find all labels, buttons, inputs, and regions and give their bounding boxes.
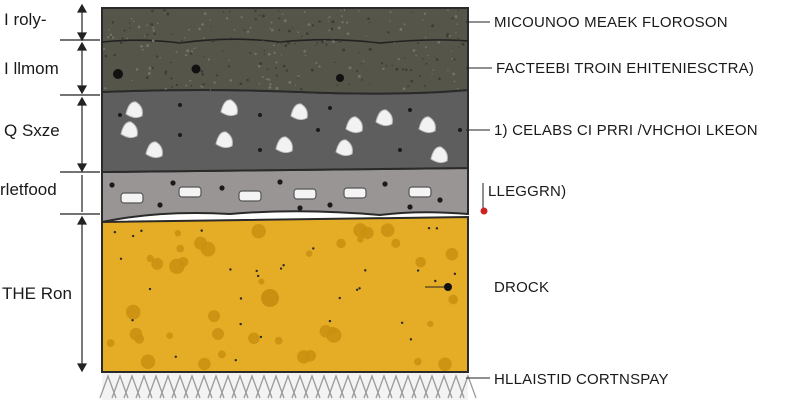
right-label-fifth: DROCK	[494, 279, 549, 296]
layer-divider-marks	[60, 39, 100, 215]
left-label-second: I llmom	[4, 59, 59, 78]
right-label-third: 1) CELABS CI PRRI /VHCHOI LKEON	[494, 122, 758, 139]
right-pointers	[425, 21, 492, 379]
left-label-fourth: rletfood	[0, 180, 57, 199]
right-label-bottom: HLLAISTID CORTNSPAY	[494, 371, 669, 388]
rocky-layer	[101, 166, 469, 224]
sand-layer	[101, 215, 469, 373]
left-label-top: I roly-	[4, 10, 47, 29]
topsoil-layer	[101, 7, 469, 95]
right-label-second: FACTEEBI TROIN EHITENIESCTRA)	[496, 60, 754, 77]
right-label-top: MICOUNOO MEAEK FLOROSON	[494, 14, 728, 31]
right-label-fourth: LLEGGRN)	[488, 183, 566, 200]
gravel-layer	[101, 88, 469, 174]
right-labels: MICOUNOO MEAEK FLOROSON FACTEEBI TROIN E…	[488, 14, 758, 388]
bedrock-layer	[99, 370, 477, 400]
left-labels: I roly- I llmom Q Sxze rletfood THE Ron	[0, 10, 72, 303]
depth-brackets	[76, 3, 88, 373]
left-label-third: Q Sxze	[4, 121, 60, 140]
rock-pointer-dot	[444, 283, 452, 291]
left-label-fifth: THE Ron	[2, 284, 72, 303]
legend-marker	[480, 207, 488, 215]
